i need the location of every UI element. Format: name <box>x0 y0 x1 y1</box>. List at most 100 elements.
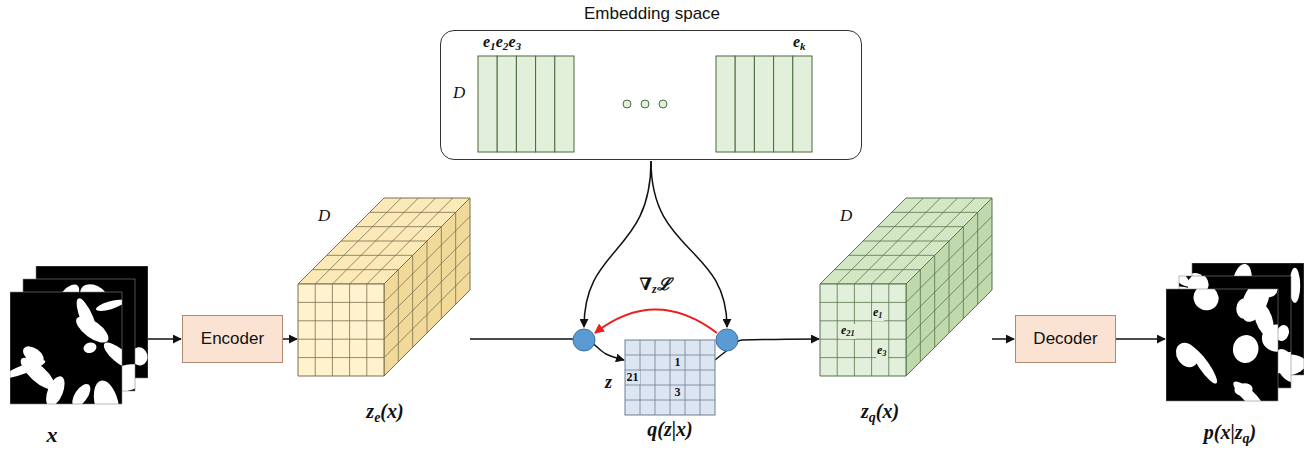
box-heading: Embedding space <box>584 4 720 24</box>
image-caption: p(x|zq) <box>1204 421 1257 447</box>
cube-grid-line <box>977 212 978 304</box>
tensor-caption: ze(x) <box>366 400 403 426</box>
dimension-label: D <box>318 206 330 226</box>
cube-grid-line <box>820 339 906 340</box>
grid-frame <box>625 340 715 415</box>
output-images: p(x|zq) <box>1166 263 1304 405</box>
codebook-entry-label: e3 <box>876 344 888 359</box>
latent-cube: Dze(x) <box>298 198 470 376</box>
quantize-node <box>573 329 595 351</box>
ellipsis-dot <box>659 100 667 108</box>
cube-grid-line <box>837 284 838 376</box>
cube-face <box>384 198 470 376</box>
input-images: x <box>10 266 148 408</box>
cube-grid-line <box>298 320 384 321</box>
codebook-vector <box>478 56 497 152</box>
cube-grid-line <box>820 320 906 321</box>
grid-line <box>640 340 641 415</box>
codebook-vector <box>735 56 754 152</box>
index-grid: 1213zq(z|x) <box>625 340 715 415</box>
image-frame <box>10 292 122 404</box>
box-label: Decoder <box>1033 329 1097 349</box>
image-stack <box>10 266 148 408</box>
cube-grid-line <box>820 357 906 358</box>
cube-grid-line <box>963 227 964 319</box>
flow-arrow <box>283 338 297 340</box>
cube-grid-line <box>934 255 935 347</box>
decoder-box: Decoder <box>1015 315 1116 363</box>
cube-grid-line <box>349 284 350 376</box>
gradient-arrow <box>595 310 717 334</box>
tensor-caption: zq(x) <box>861 400 899 426</box>
cube-grid-line <box>366 284 367 376</box>
flow-arrow <box>148 338 181 340</box>
flow-arrow <box>992 338 1014 340</box>
codebook-vector <box>792 56 811 152</box>
cube-grid-line <box>863 241 949 242</box>
cube-grid-line <box>877 226 963 227</box>
grid-line <box>670 340 671 415</box>
cube-grid-line <box>298 339 384 340</box>
cube-grid-line <box>834 269 920 270</box>
cube-grid-line <box>820 302 906 303</box>
codebook-lookup-line <box>584 161 651 327</box>
cube-grid-line <box>920 270 921 362</box>
grid-side-label: z <box>605 372 612 393</box>
cube-grid-line <box>332 284 333 376</box>
cube-grid-line <box>412 255 413 347</box>
ellipsis-dot <box>641 100 649 108</box>
cube-grid-line <box>949 241 950 333</box>
codebook-vector <box>497 56 516 152</box>
codebook-vector <box>773 56 792 152</box>
codebook-vector <box>754 56 773 152</box>
codebook-vector <box>716 56 735 152</box>
cube-grid-line <box>315 284 316 376</box>
cube-grid-line <box>398 270 399 362</box>
image-caption: x <box>47 422 58 447</box>
box-label: Encoder <box>201 329 264 349</box>
image-frame <box>1166 289 1278 401</box>
grid-line <box>625 355 715 356</box>
grid-line <box>625 400 715 401</box>
grid-line <box>685 340 686 415</box>
quantized-cube: De1e21e3zq(x) <box>820 198 992 376</box>
binary-image <box>10 292 122 404</box>
codebook-entry-label: e21 <box>840 324 856 339</box>
flow-arrow <box>1116 338 1165 340</box>
cube-grid-line <box>298 357 384 358</box>
codebook-lookup-line <box>651 161 727 327</box>
cube-grid-line <box>312 269 398 270</box>
cube-grid-line <box>341 241 427 242</box>
cube-grid-line <box>892 212 978 213</box>
code-index: 1 <box>674 356 682 370</box>
gradient-label: ∇zℒ <box>639 275 670 297</box>
cube-face <box>820 284 906 376</box>
binary-image <box>1166 289 1278 401</box>
codebook-vector-label: e1e2e3 <box>483 33 521 53</box>
codebook-entry-label: e1 <box>872 306 884 321</box>
dimension-label: D <box>453 83 465 103</box>
flow-arrow <box>470 339 624 360</box>
dimension-label: D <box>840 206 852 226</box>
encoder-box: Encoder <box>182 315 283 363</box>
code-index: 21 <box>626 371 640 385</box>
cube-grid-line <box>427 241 428 333</box>
codebook-vector-label: ek <box>793 33 806 53</box>
grid-caption: q(z|x) <box>647 418 693 441</box>
cube-grid-line <box>888 284 889 376</box>
code-index: 3 <box>674 386 682 400</box>
cube-grid-line <box>871 284 872 376</box>
quantize-node <box>716 329 738 351</box>
cube-grid-line <box>441 227 442 319</box>
codebook-vector <box>554 56 573 152</box>
cube-grid-line <box>370 212 456 213</box>
cube-grid-line <box>355 226 441 227</box>
grid-line <box>700 340 701 415</box>
grid-line <box>655 340 656 415</box>
cube-grid-line <box>455 212 456 304</box>
cube-grid-line <box>327 255 413 256</box>
grid-line <box>625 385 715 386</box>
image-stack <box>1166 263 1304 405</box>
cube-face <box>298 284 384 376</box>
ellipsis-dot <box>623 100 631 108</box>
